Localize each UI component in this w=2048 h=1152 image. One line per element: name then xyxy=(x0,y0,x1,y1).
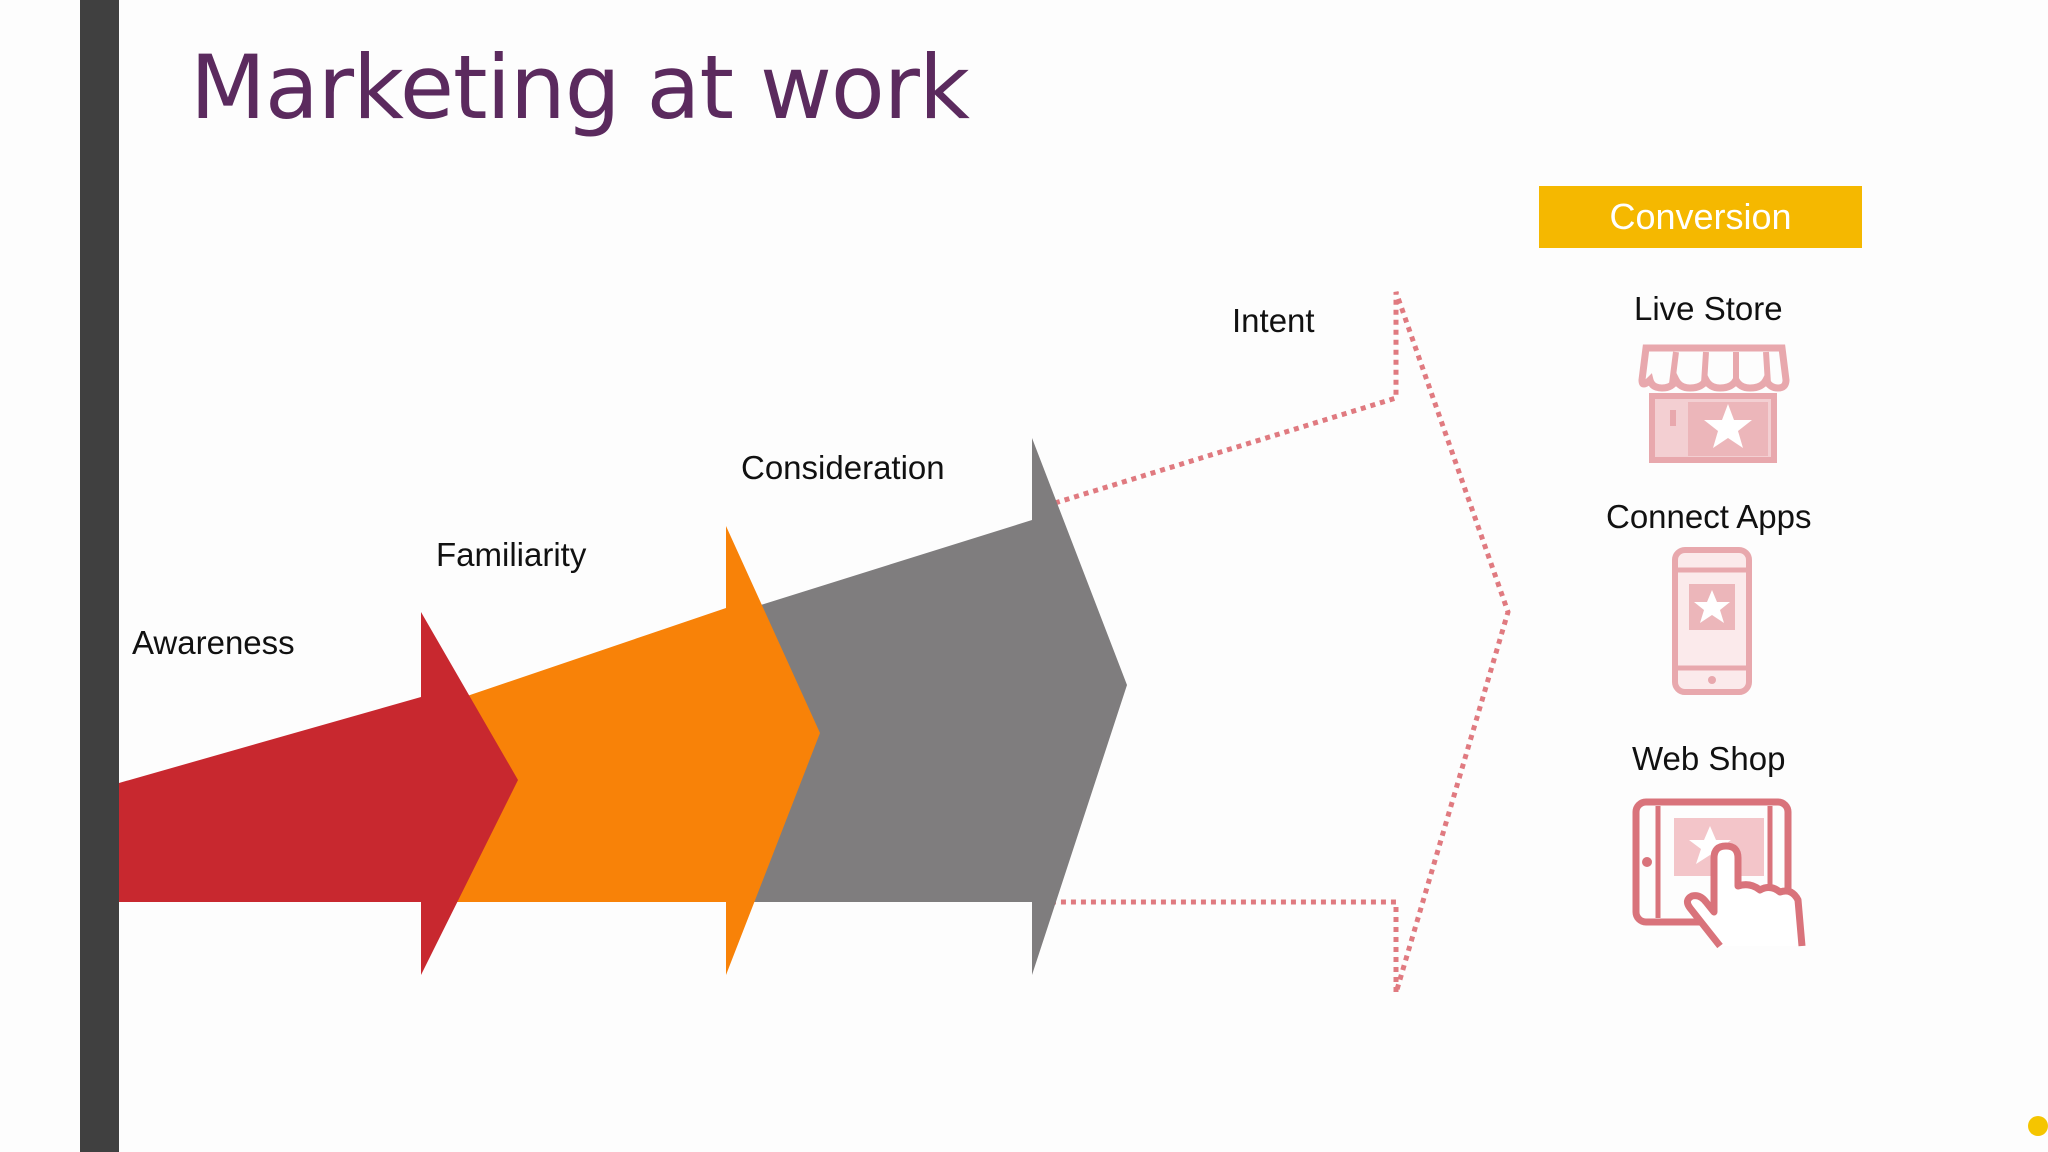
store-icon xyxy=(1638,344,1790,463)
stage-label-awareness: Awareness xyxy=(132,624,295,661)
channel-label-web-shop: Web Shop xyxy=(1632,740,1786,777)
tablet-touch-icon xyxy=(1632,798,1806,949)
awareness-arrow xyxy=(119,612,518,975)
consideration-arrow xyxy=(700,438,1127,975)
intent-arrow-outline xyxy=(1054,291,1511,994)
slide-indicator-dot xyxy=(2028,1116,2048,1136)
slide-title: Marketing at work xyxy=(190,36,970,139)
channel-label-live-store: Live Store xyxy=(1634,290,1783,327)
familiarity-arrow xyxy=(420,526,820,975)
channel-label-connect-apps: Connect Apps xyxy=(1606,498,1812,535)
smartphone-icon xyxy=(1672,547,1752,695)
left-accent-bar xyxy=(80,0,119,1152)
stage-label-intent: Intent xyxy=(1232,302,1315,339)
conversion-header: Conversion xyxy=(1539,186,1862,248)
stage-label-consideration: Consideration xyxy=(741,449,945,486)
stage-label-familiarity: Familiarity xyxy=(436,536,587,573)
